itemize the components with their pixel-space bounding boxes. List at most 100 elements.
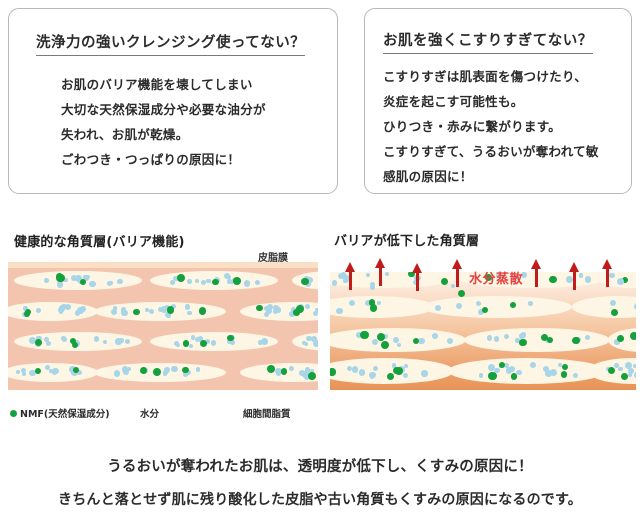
- water-dot: [185, 369, 192, 375]
- water-dot: [385, 272, 390, 276]
- water-dot: [520, 332, 527, 339]
- nmf-dot: [360, 330, 369, 340]
- legend-label-nmf: NMF(天然保湿成分): [20, 409, 110, 420]
- water-dot: [478, 373, 484, 378]
- water-dot: [124, 338, 130, 344]
- water-dot: [211, 339, 217, 345]
- nmf-dot: [377, 332, 386, 341]
- water-dot: [29, 369, 36, 377]
- water-dot: [243, 279, 251, 287]
- water-dot: [528, 301, 533, 306]
- water-dot: [75, 274, 83, 282]
- water-dot: [302, 341, 307, 346]
- water-dot: [254, 280, 260, 286]
- water-dot: [624, 362, 632, 370]
- nmf-dot: [266, 364, 275, 374]
- arrow-head-icon: [375, 258, 385, 268]
- water-dot: [163, 366, 171, 374]
- corneocyte-cell: [330, 296, 434, 318]
- water-dot: [542, 365, 550, 373]
- question-line: ごわつき・つっぱりの原因に！: [61, 152, 241, 167]
- water-dot: [190, 335, 196, 340]
- water-dot: [56, 281, 64, 288]
- water-dot: [336, 307, 343, 315]
- nmf-dot: [561, 363, 568, 371]
- nmf-dot: [368, 299, 376, 306]
- water-dot: [634, 372, 636, 378]
- water-dot: [572, 372, 578, 378]
- water-dot: [365, 272, 370, 277]
- question-line: 失われ、お肌が乾燥。: [61, 127, 189, 142]
- nmf-dot: [546, 336, 553, 343]
- water-dot: [36, 335, 43, 342]
- water-dot: [616, 277, 624, 285]
- water-dot: [288, 366, 294, 372]
- nmf-dot: [34, 368, 41, 375]
- question-title-cleansing: 洗浄力の強いクレンジング使ってない？: [36, 31, 306, 56]
- nmf-dot: [140, 366, 148, 374]
- arrow-head-icon: [412, 263, 422, 273]
- water-evaporation-arrow: [531, 259, 542, 287]
- water-dot: [627, 372, 633, 378]
- nmf-dot: [440, 277, 448, 285]
- water-dot: [355, 332, 363, 339]
- legend-label-water: 水分: [140, 409, 160, 420]
- water-dot: [614, 339, 620, 345]
- corneocyte-cell: [448, 358, 606, 384]
- water-dot: [83, 274, 88, 280]
- water-dot: [110, 309, 117, 315]
- nmf-dot: [510, 373, 518, 380]
- water-dot: [169, 279, 176, 286]
- water-dot: [434, 305, 441, 311]
- footer-line-2: きちんと落とせず肌に残り酸化した皮脂や古い角質もくすみの原因になるのです。: [58, 492, 582, 508]
- water-dot: [306, 335, 312, 342]
- water-dot: [376, 301, 382, 306]
- water-dot: [51, 369, 57, 375]
- nmf-dot: [200, 340, 208, 348]
- water-dot: [171, 366, 179, 373]
- water-dot: [144, 308, 149, 313]
- water-dot: [160, 306, 168, 314]
- water-dot: [194, 278, 200, 284]
- nmf-dot: [133, 308, 140, 316]
- water-dot: [44, 278, 49, 283]
- question-line: 炎症を起こす可能性も。: [383, 94, 524, 109]
- water-dot: [113, 370, 121, 377]
- water-dot: [370, 282, 376, 288]
- arrow-head-icon: [531, 259, 541, 269]
- corneocyte-cell: [422, 296, 572, 318]
- water-evaporation-arrow: [412, 263, 423, 291]
- water-dot: [187, 310, 192, 316]
- nmf-dot: [617, 335, 624, 342]
- water-dot: [195, 367, 201, 372]
- nmf-legend-icon: [10, 410, 17, 417]
- water-dot: [486, 335, 493, 341]
- question-line: ひりつき・赤みに繋がります。: [383, 119, 562, 134]
- water-dot: [304, 367, 311, 373]
- water-dot: [201, 279, 207, 285]
- nmf-dot: [70, 338, 77, 344]
- nmf-dot: [387, 373, 395, 381]
- water-dot: [305, 304, 311, 309]
- nmf-dot: [519, 338, 527, 347]
- water-dot: [314, 307, 318, 312]
- water-dot: [313, 340, 318, 348]
- nmf-dot: [572, 336, 581, 345]
- nmf-dot: [481, 306, 489, 314]
- water-dot: [298, 370, 305, 376]
- water-dot: [45, 340, 51, 346]
- nmf-dot: [369, 304, 378, 312]
- nmf-dot: [308, 372, 316, 380]
- water-evaporation-arrow: [602, 259, 613, 287]
- question-line: こすりすぎは肌表面を傷つけたり、: [383, 69, 588, 84]
- water-dot: [397, 342, 402, 347]
- nmf-dot: [560, 371, 568, 378]
- nmf-dot: [458, 290, 465, 298]
- water-dot: [35, 308, 41, 314]
- nmf-dot: [540, 334, 548, 342]
- diagram-damaged-stratum-corneum: [330, 272, 636, 390]
- water-dot: [614, 363, 619, 369]
- water-dot: [302, 371, 310, 378]
- water-dot: [174, 341, 179, 347]
- nmf-dot: [182, 366, 189, 374]
